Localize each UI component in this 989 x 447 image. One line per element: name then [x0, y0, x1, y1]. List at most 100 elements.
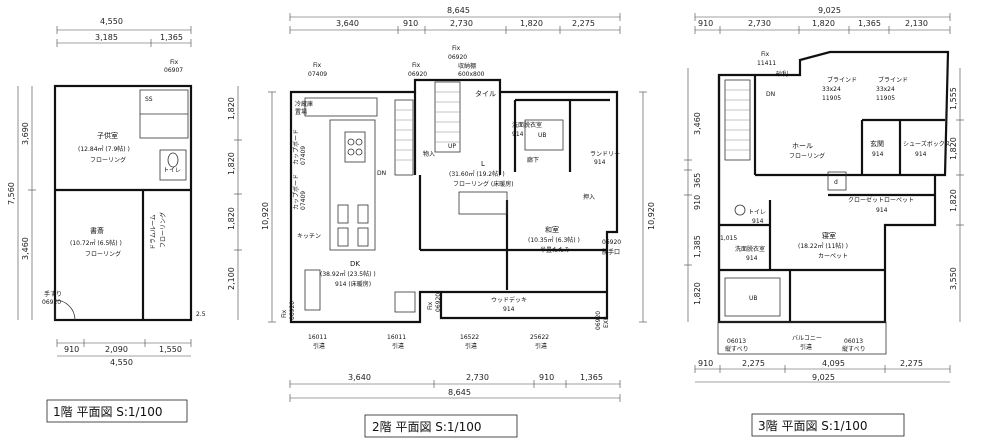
f3-shoe: シューズボックス	[903, 140, 951, 148]
f3-blind2-code: 11905	[876, 95, 895, 102]
f1-bottom-part-3: 1,550	[159, 345, 182, 354]
f1-toilet: トイレ	[163, 167, 181, 174]
f3-door-left-code: 06013	[727, 338, 746, 345]
f3-blind1: ブラインド	[827, 76, 857, 84]
f2-bottom-part-4: 1,365	[580, 373, 603, 382]
f2-door4-code: 25622	[530, 334, 549, 341]
f3-title-box	[751, 413, 905, 437]
f1-right-part-4: 2,100	[227, 267, 236, 290]
f2-laundry-code: 914	[594, 159, 606, 166]
f2-exp-label: EXP	[603, 316, 610, 328]
f3-top-part-4: 1,365	[858, 19, 881, 28]
f3-balcony-door: 引違	[800, 343, 812, 351]
f3-left-part-2: 365	[693, 173, 702, 188]
f2-stairs	[394, 81, 461, 176]
f2-tile: タイル	[475, 89, 496, 98]
f2-fridge-place: 置場	[295, 108, 307, 116]
f2-door1-code: 16011	[308, 334, 327, 341]
f1-bottom-part-1: 910	[64, 345, 79, 354]
f1-top-total: 4,550	[100, 17, 123, 26]
f2-fridge: 冷蔵庫	[295, 100, 313, 108]
f3-gravel: 砂利	[776, 70, 788, 78]
f3-shoe-code: 914	[915, 151, 927, 158]
floor-2-plan: 8,645 3,640 910 2,730 1,820 2,275 Fix 07…	[261, 6, 656, 438]
f3-door-right-label: 縦すべり	[842, 345, 866, 353]
f2-fix1-label: Fix	[313, 62, 322, 69]
f2-door2-code: 16011	[387, 334, 406, 341]
f2-ub: UB	[538, 132, 547, 139]
f3-hall: ホール	[792, 142, 813, 150]
f2-cupboard1: カップボード	[292, 129, 300, 165]
f3-bottom-total: 9,025	[812, 373, 835, 382]
f2-door4-label: 引違	[535, 342, 547, 350]
f3-fix-code: 11411	[757, 60, 776, 67]
f1-left-part-2: 3,460	[21, 237, 30, 260]
f3-hall-floor: フローリング	[789, 152, 825, 160]
f1-left-part-1: 3,690	[21, 122, 30, 145]
f3-left-part-3: 910	[693, 195, 702, 210]
f2-top-part-4: 1,820	[520, 19, 543, 28]
f3-bottom-part-2: 2,275	[742, 359, 765, 368]
f2-fix-mid-code: 06920	[435, 293, 442, 312]
f2-top-part-2: 910	[403, 19, 418, 28]
f1-fix-code: 06907	[164, 67, 183, 74]
f2-door3-code: 16522	[460, 334, 479, 341]
f3-balcony-outline	[717, 321, 887, 355]
f2-up: UP	[448, 143, 456, 150]
f3-top-part-1: 910	[698, 19, 713, 28]
f1-top-part-1: 3,185	[95, 33, 118, 42]
f1-kids-room-area: (12.84㎡ (7.9帖) )	[78, 145, 130, 153]
f2-bottom-total: 8,645	[448, 388, 471, 397]
f2-japanese-floor: 半畳たたみ	[540, 246, 570, 254]
f3-wash: 洗面脱衣室	[735, 245, 765, 253]
f2-ldk-area: (31.60㎡ (19.2帖) )	[449, 170, 505, 178]
f1-kids-room-floor: フローリング	[90, 156, 126, 164]
f2-top-part-3: 2,730	[450, 19, 473, 28]
f3-entrance: 玄関	[870, 139, 884, 148]
f3-d: d	[834, 179, 838, 186]
f2-hall: 廊下	[527, 156, 539, 164]
f2-cupboard1-code: 07409	[300, 146, 307, 165]
f1-study-floor: フローリング	[85, 250, 121, 258]
f2-bottom-part-3: 910	[539, 373, 554, 382]
f1-bottom-part-2: 2,090	[105, 345, 128, 354]
f2-japanese-area: (10.35㎡ (6.3帖) )	[528, 236, 580, 244]
f2-wash-code: 914	[512, 131, 524, 138]
f1-dim-note: 2.5	[196, 311, 206, 318]
f2-title: 2階 平面図 S:1/100	[372, 419, 482, 434]
f3-door-right-code: 06013	[844, 338, 863, 345]
f2-top-part-1: 3,640	[336, 19, 359, 28]
f3-right-part-2: 1,820	[949, 137, 958, 160]
f1-handrail-code: 06920	[42, 299, 61, 306]
f2-fix2-code: 06920	[408, 71, 427, 78]
f2-kitchen-door: 勝手口	[602, 248, 620, 256]
f2-bottom-part-2: 2,730	[466, 373, 489, 382]
f1-fix-label: Fix	[170, 59, 179, 66]
f2-closet: 押入	[583, 193, 595, 201]
f2-top-total: 8,645	[447, 6, 470, 15]
f2-storage-top: 収納棚	[458, 62, 476, 70]
f1-study-area: (10.72㎡ (6.5帖) )	[70, 239, 122, 247]
f3-entrance-code: 914	[872, 151, 884, 158]
f2-top-part-5: 2,275	[572, 19, 595, 28]
f2-ldk-floor: フローリング (床暖房)	[453, 180, 514, 188]
floor-3-plan: 9,025 910 2,730 1,820 1,365 2,130 Fix 11…	[684, 6, 964, 437]
f2-bottom-part-1: 3,640	[348, 373, 371, 382]
f2-right-fix-code: 06920	[602, 239, 621, 246]
f1-bottom-total: 4,550	[110, 358, 133, 367]
f3-blind2: ブラインド	[878, 76, 908, 84]
f2-dk-floor: 914 (床暖房)	[335, 280, 371, 288]
f2-cupboard2: カップボード	[292, 174, 300, 210]
f2-japanese: 和室	[545, 225, 559, 234]
f1-left-total: 7,560	[7, 182, 16, 205]
f3-closet: クローゼットローペット	[848, 196, 914, 204]
f2-fix3-label: Fix	[452, 45, 461, 52]
f3-bottom-part-3: 4,095	[822, 359, 845, 368]
f2-left-total: 10,920	[261, 202, 270, 230]
f3-door-left-label: 縦すべり	[725, 345, 749, 353]
f3-closet-code: 914	[876, 207, 888, 214]
f3-title: 3階 平面図 S:1/100	[758, 418, 868, 433]
f1-ss-label: SS	[145, 96, 153, 103]
f3-ub: UB	[749, 295, 758, 302]
